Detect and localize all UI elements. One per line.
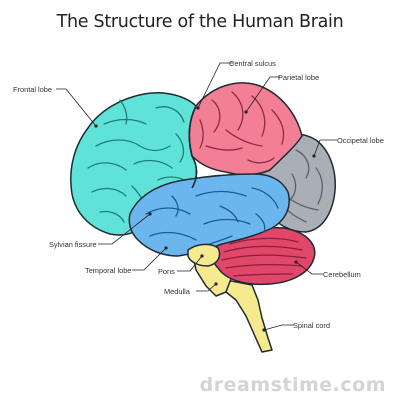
label-sylvian-fissure: Sylvian fissure: [49, 240, 97, 249]
diagram-title: The Structure of the Human Brain: [56, 12, 344, 32]
leader-pons: [177, 255, 203, 272]
leader-central-sulcus: [197, 62, 234, 109]
leader-dot-cerebellum: [294, 260, 298, 264]
leader-dot-occipetal-lobe: [312, 154, 316, 158]
pons-shape: [187, 243, 221, 267]
leader-lines: [56, 62, 337, 332]
leader-sylvian-fissure: [98, 213, 151, 245]
footer-strip: [0, 370, 400, 400]
leader-temporal-lobe: [132, 247, 167, 271]
leader-dot-spinal-cord: [262, 328, 266, 332]
labels: Central sulcus Parietal lobe Frontal lob…: [13, 59, 384, 330]
temporal-lobe-shape: [128, 173, 290, 257]
leader-dot-pons: [200, 254, 204, 258]
label-central-sulcus: Central sulcus: [229, 59, 276, 68]
label-pons: Pons: [158, 267, 175, 276]
label-parietal-lobe: Parietal lobe: [278, 73, 319, 82]
leader-dot-parietal-lobe: [244, 110, 248, 114]
leader-occipetal-lobe: [313, 139, 337, 157]
watermark-logo: dreamstime.com: [199, 374, 386, 396]
leader-dot-frontal-lobe: [94, 124, 98, 128]
label-temporal-lobe: Temporal lobe: [85, 266, 131, 275]
spinal-cord-shape: [225, 279, 273, 353]
leader-dot-temporal-lobe: [164, 246, 168, 250]
leader-cerebellum: [295, 261, 323, 275]
leader-spinal-cord: [263, 324, 294, 331]
leader-frontal-lobe: [56, 88, 97, 127]
leader-dot-medulla: [214, 282, 218, 286]
label-cerebellum: Cerebellum: [323, 270, 361, 279]
label-medulla: Medulla: [164, 287, 191, 296]
temporal-gyri: [145, 187, 279, 249]
leader-dot-sylvian-fissure: [148, 212, 152, 216]
central-sulcus-line: [188, 105, 198, 189]
label-occipetal-lobe: Occipetal lobe: [337, 136, 384, 145]
leader-medulla: [196, 283, 217, 292]
leader-parietal-lobe: [245, 76, 280, 113]
frontal-gyri: [87, 99, 185, 223]
label-frontal-lobe: Frontal lobe: [13, 85, 52, 94]
cerebellum-folia: [221, 237, 307, 277]
label-spinal-cord: Spinal cord: [293, 321, 330, 330]
leader-dot-central-sulcus: [196, 106, 200, 110]
